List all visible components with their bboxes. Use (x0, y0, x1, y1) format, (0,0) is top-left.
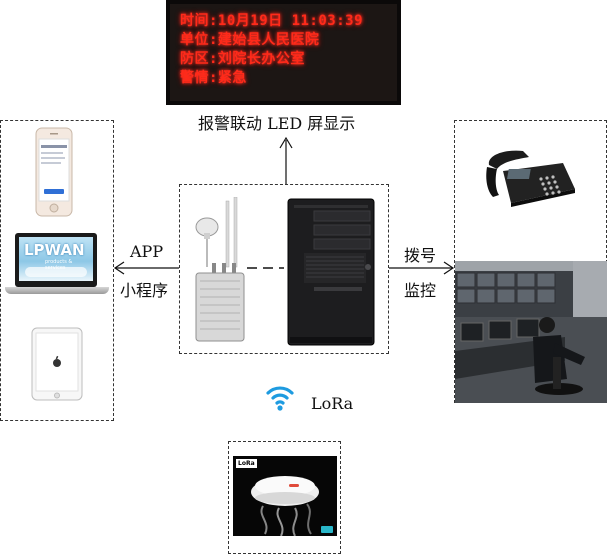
tablet-icon (31, 327, 83, 401)
laptop-base (5, 287, 109, 294)
monitor-label: 监控 (404, 281, 437, 300)
lora-gateway-icon (195, 197, 245, 342)
lora-label: LoRa (311, 394, 354, 413)
apple-logo-icon (53, 355, 61, 367)
smoke-detector-image: LoRa (233, 456, 337, 536)
monitoring-room-image (455, 261, 607, 403)
dial-label: 拨号 (404, 246, 437, 265)
wifi-signal-icon (266, 386, 294, 411)
led-display-panel: 时间:10月19日 11:03:39 单位:建始县人民医院 防区:刘院长办公室 … (166, 0, 401, 105)
client-devices-box: LPWAN products & services (0, 120, 114, 421)
laptop-icon: LPWAN products & services (15, 233, 97, 287)
smoke-detector-icon (251, 476, 333, 536)
mini-program-label: 小程序 (120, 281, 169, 300)
led-line-unit: 单位:建始县人民医院 (180, 32, 320, 48)
server-tower-icon (287, 198, 375, 346)
gateway-server-box (179, 184, 389, 354)
led-caption: 报警联动 LED 屏显示 (198, 114, 356, 133)
app-label: APP (130, 242, 164, 261)
laptop-screen: LPWAN products & services (19, 237, 93, 281)
led-line-time: 时间:10月19日 11:03:39 (180, 13, 364, 29)
led-line-alarm: 警情:紧急 (180, 70, 247, 86)
lora-sensor-box: LoRa (228, 441, 341, 554)
desk-telephone-icon (486, 150, 575, 207)
lora-device-tag: LoRa (236, 459, 257, 468)
smartphone-icon (35, 127, 73, 217)
led-line-zone: 防区:刘院长办公室 (180, 51, 305, 67)
lpwan-logo-title: LPWAN (24, 241, 85, 259)
dial-monitor-box (454, 120, 607, 403)
